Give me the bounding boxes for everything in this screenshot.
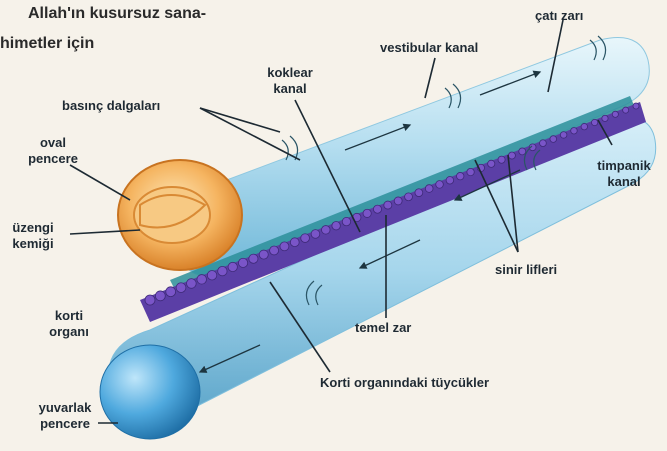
leader-vestibular: [425, 58, 435, 98]
hair-cell-bump: [373, 205, 381, 213]
hair-cell-bump: [332, 221, 340, 229]
hair-cell-bump: [145, 295, 155, 305]
hair-cell-bump: [467, 168, 474, 175]
hair-cell-bump: [197, 275, 207, 285]
leader-oval: [70, 165, 130, 200]
label-temel-zar: temel zar: [355, 320, 411, 336]
label-korti-line2: organı: [36, 324, 102, 340]
label-cati-zari: çatı zarı: [535, 8, 583, 24]
label-sinir-lifleri: sinir lifleri: [495, 262, 557, 278]
label-koklear-kanal: koklear kanal: [255, 65, 325, 97]
hair-cell-bump: [560, 132, 567, 139]
label-yuvarlak-line1: yuvarlak: [30, 400, 100, 416]
hair-cell-bump: [176, 283, 186, 293]
label-uzengi-line2: kemiği: [0, 236, 66, 252]
hair-cell-bump: [456, 172, 463, 179]
hair-cell-bump: [187, 279, 197, 289]
label-koklear-line2: kanal: [255, 81, 325, 97]
leader-basinc-2: [200, 108, 300, 160]
hair-cell-bump: [571, 128, 578, 135]
hair-cell-bump: [270, 246, 279, 255]
hair-cell-bump: [394, 197, 402, 205]
label-uzengi-line1: üzengi: [0, 220, 66, 236]
round-window: [100, 345, 200, 439]
label-oval-line1: oval: [20, 135, 86, 151]
hair-cell-bump: [508, 152, 515, 159]
header-line-1: Allah'ın kusursuz sana-: [28, 4, 206, 24]
label-oval-line2: pencere: [20, 151, 86, 167]
label-yuvarlak-pencere: yuvarlak pencere: [30, 400, 100, 432]
label-yuvarlak-line2: pencere: [30, 416, 100, 432]
hair-cell-bump: [311, 230, 320, 239]
hair-cell-bump: [633, 103, 639, 109]
hair-cell-bump: [301, 234, 310, 243]
hair-cell-bump: [488, 160, 495, 167]
label-koklear-line1: koklear: [255, 65, 325, 81]
hair-cell-bump: [363, 209, 371, 217]
hair-cell-bump: [498, 156, 505, 163]
hair-cell-bump: [581, 123, 587, 129]
hair-cell-bump: [612, 111, 618, 117]
hair-cell-bump: [415, 189, 423, 197]
label-korti-tuycukler: Korti organındaki tüycükler: [320, 375, 489, 391]
label-uzengi-kemigi: üzengi kemiği: [0, 220, 66, 252]
hair-cell-bump: [405, 193, 413, 201]
label-basinc-dalgalari: basınç dalgaları: [62, 98, 160, 114]
hair-cell-bump: [155, 291, 165, 301]
hair-cell-bump: [290, 238, 299, 247]
label-timpanik-kanal: timpanik kanal: [588, 158, 660, 190]
label-timpanik-line2: kanal: [588, 174, 660, 190]
hair-cell-bump: [602, 115, 608, 121]
label-vestibular-kanal: vestibular kanal: [380, 40, 478, 56]
hair-cell-bump: [550, 136, 557, 143]
hair-cell-bump: [280, 242, 289, 251]
hair-cell-bump: [342, 217, 350, 225]
hair-cell-bump: [591, 119, 597, 125]
hair-cell-bump: [259, 250, 268, 259]
label-korti-line1: korti: [36, 308, 102, 324]
label-timpanik-line1: timpanik: [588, 158, 660, 174]
hair-cell-bump: [166, 287, 176, 297]
hair-cell-bump: [228, 262, 237, 271]
hair-cell-bump: [436, 181, 444, 189]
hair-cell-bump: [384, 201, 392, 209]
hair-cell-bump: [218, 266, 227, 275]
hair-cell-bump: [249, 254, 258, 263]
hair-cell-bump: [207, 270, 216, 279]
label-korti-organi: korti organı: [36, 308, 102, 340]
label-oval-pencere: oval pencere: [20, 135, 86, 167]
hair-cell-bump: [519, 148, 526, 155]
header-line-2: himetler için: [0, 34, 94, 54]
hair-cell-bump: [238, 258, 247, 267]
hair-cell-bump: [425, 185, 433, 193]
hair-cell-bump: [446, 177, 454, 185]
hair-cell-bump: [623, 107, 629, 113]
hair-cell-bump: [322, 226, 331, 235]
hair-cell-bump: [540, 140, 547, 147]
